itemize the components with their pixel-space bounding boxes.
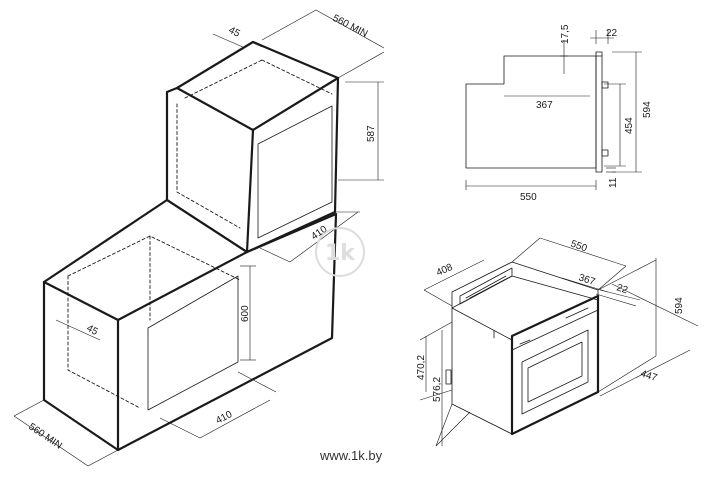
under-counter-offset-label: 45	[85, 323, 100, 338]
side-inner-height-label: 454	[624, 117, 635, 134]
watermark-logo-text: 1k	[325, 241, 356, 266]
under-counter-width-label: 410	[214, 409, 234, 427]
iso-left-lower-label: 576,2	[432, 377, 443, 402]
side-front-label: 22	[606, 28, 618, 39]
oven-isometric-view	[419, 237, 699, 447]
iso-front-label: 22	[615, 282, 629, 296]
iso-height-label: 594	[674, 297, 685, 314]
side-top-offset-label: 17,5	[560, 24, 571, 44]
side-total-depth-label: 550	[520, 192, 537, 203]
watermark-text: www.1k.by	[319, 448, 383, 463]
column-height-label: 587	[366, 125, 377, 142]
iso-width-label: 447	[639, 368, 659, 384]
side-bottom-label: 11	[608, 177, 619, 188]
column-offset-label: 45	[227, 25, 242, 40]
side-inner-depth-label: 367	[536, 100, 553, 111]
oven-side-view	[465, 30, 642, 190]
iso-depth-label: 550	[569, 238, 589, 254]
column-depth-label: 560 MIN	[331, 13, 370, 40]
side-height-label: 594	[642, 101, 653, 118]
watermark-logo: 1k	[315, 227, 365, 277]
iso-top-inner-label: 367	[577, 272, 597, 288]
under-counter-height-label: 600	[240, 305, 251, 322]
column-cabinet-diagram	[165, 9, 385, 263]
iso-left-height-label: 470,2	[416, 355, 427, 380]
under-counter-depth-label: 560 MIN	[26, 421, 63, 451]
under-counter-cabinet-diagram	[13, 198, 338, 467]
